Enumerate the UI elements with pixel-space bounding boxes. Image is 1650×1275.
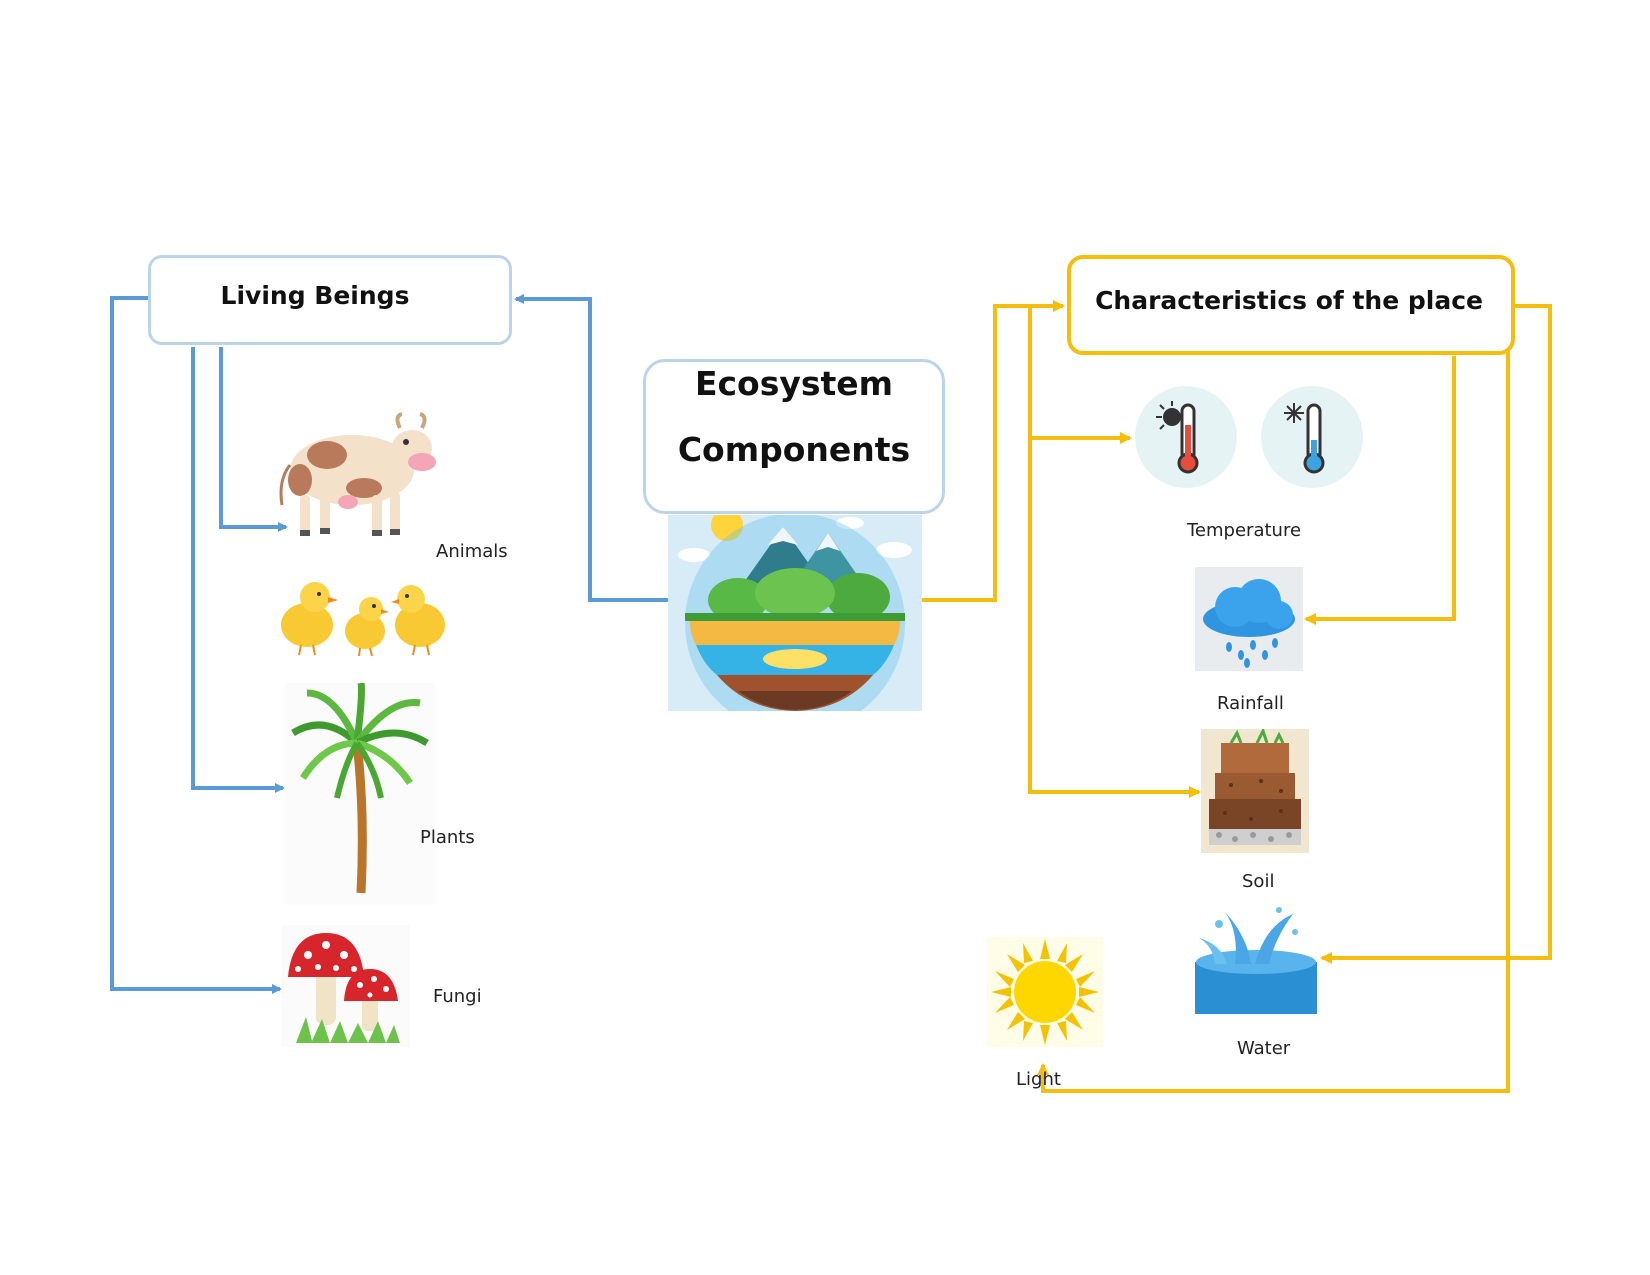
soil-label: Soil xyxy=(1242,871,1275,892)
center-title-line-2: Components xyxy=(677,429,911,469)
plants-label: Plants xyxy=(420,827,475,848)
animals-label: Animals xyxy=(436,541,508,562)
cow-icon xyxy=(272,410,447,540)
fungi-label: Fungi xyxy=(433,986,482,1007)
ecosystem-globe-icon xyxy=(668,509,922,733)
connector-to-fungi xyxy=(110,296,282,994)
characteristics-title: Characteristics of the place xyxy=(1095,285,1483,315)
connector-to-light xyxy=(1037,344,1510,1093)
soil-layers-icon xyxy=(1201,727,1309,853)
thermometer-hot-cold-icon xyxy=(1134,385,1364,490)
characteristics-box: Characteristics of the place xyxy=(1067,255,1515,355)
connector-to-animals xyxy=(219,347,288,532)
rainfall-label: Rainfall xyxy=(1217,693,1284,714)
light-label: Light xyxy=(1016,1069,1061,1090)
rain-cloud-icon xyxy=(1195,567,1303,671)
chicks-icon xyxy=(275,573,450,658)
connector-to-water xyxy=(1320,304,1552,964)
connector-center-to-living-beings xyxy=(514,294,668,602)
sun-icon xyxy=(987,937,1103,1047)
temperature-label: Temperature xyxy=(1187,520,1302,541)
water-label: Water xyxy=(1237,1038,1291,1059)
center-title-line-1: Ecosystem xyxy=(694,363,894,403)
connector-to-rainfall xyxy=(1304,356,1456,625)
living-beings-title: Living Beings xyxy=(220,280,410,310)
mushroom-icon xyxy=(282,925,410,1047)
ecosystem-components-box: Ecosystem Components xyxy=(643,359,945,514)
palm-tree-icon xyxy=(285,682,435,905)
living-beings-box: Living Beings xyxy=(148,255,512,345)
connector-to-soil xyxy=(1028,438,1201,798)
water-splash-icon xyxy=(1195,902,1317,1014)
connector-to-plants xyxy=(191,347,285,793)
